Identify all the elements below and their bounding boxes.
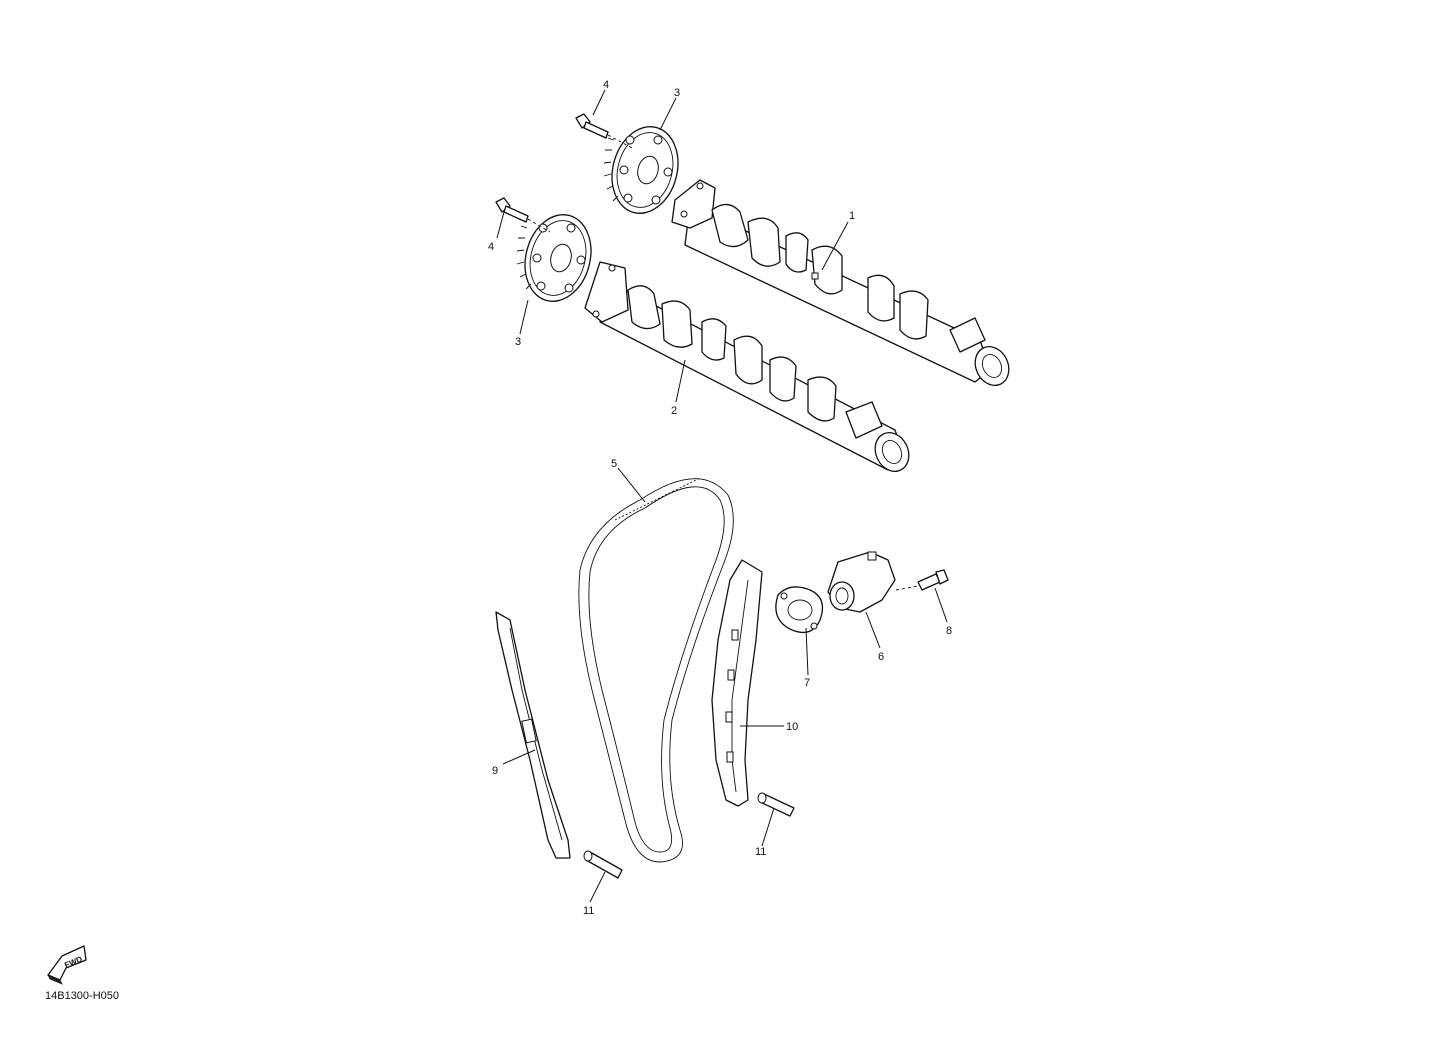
label-part-4-upper: 4 <box>603 79 609 91</box>
sprocket-bolt-lower[interactable] <box>495 197 551 233</box>
label-part-11-lower: 11 <box>583 905 594 917</box>
camshaft-exhaust[interactable] <box>671 179 1015 391</box>
label-part-10: 10 <box>786 721 798 733</box>
chain-guide-right[interactable] <box>711 559 763 807</box>
label-part-3-upper: 3 <box>674 87 680 99</box>
label-part-1: 1 <box>849 210 855 222</box>
guide-pin-right[interactable] <box>757 792 795 817</box>
label-part-2: 2 <box>671 405 677 417</box>
cam-sprocket-upper[interactable] <box>603 119 688 221</box>
cam-chain-tensioner[interactable] <box>827 551 896 613</box>
label-part-7: 7 <box>804 677 810 689</box>
tensioner-gasket[interactable] <box>775 586 824 634</box>
part-labels: 1 2 3 3 4 4 5 6 7 8 9 10 11 11 <box>488 79 952 917</box>
camshaft-intake[interactable] <box>584 261 915 477</box>
diagram-reference-code: 14B1300-H050 <box>45 990 120 1002</box>
cam-sprocket-lower[interactable] <box>516 207 601 309</box>
fwd-arrow-icon: FWD <box>47 945 87 985</box>
label-part-11-right: 11 <box>755 846 766 858</box>
leader-lines <box>496 89 948 903</box>
label-part-9: 9 <box>492 765 498 777</box>
chain-guide-left[interactable] <box>495 611 571 859</box>
label-part-5: 5 <box>611 458 617 470</box>
tensioner-bolt[interactable] <box>895 569 949 591</box>
label-part-8: 8 <box>946 625 952 637</box>
label-part-3-lower: 3 <box>515 336 521 348</box>
sprocket-bolt-upper[interactable] <box>575 113 633 149</box>
label-part-4-lower: 4 <box>488 241 494 253</box>
label-part-6: 6 <box>878 651 884 663</box>
cam-chain[interactable] <box>578 477 734 863</box>
guide-pin-lower[interactable] <box>583 850 623 879</box>
